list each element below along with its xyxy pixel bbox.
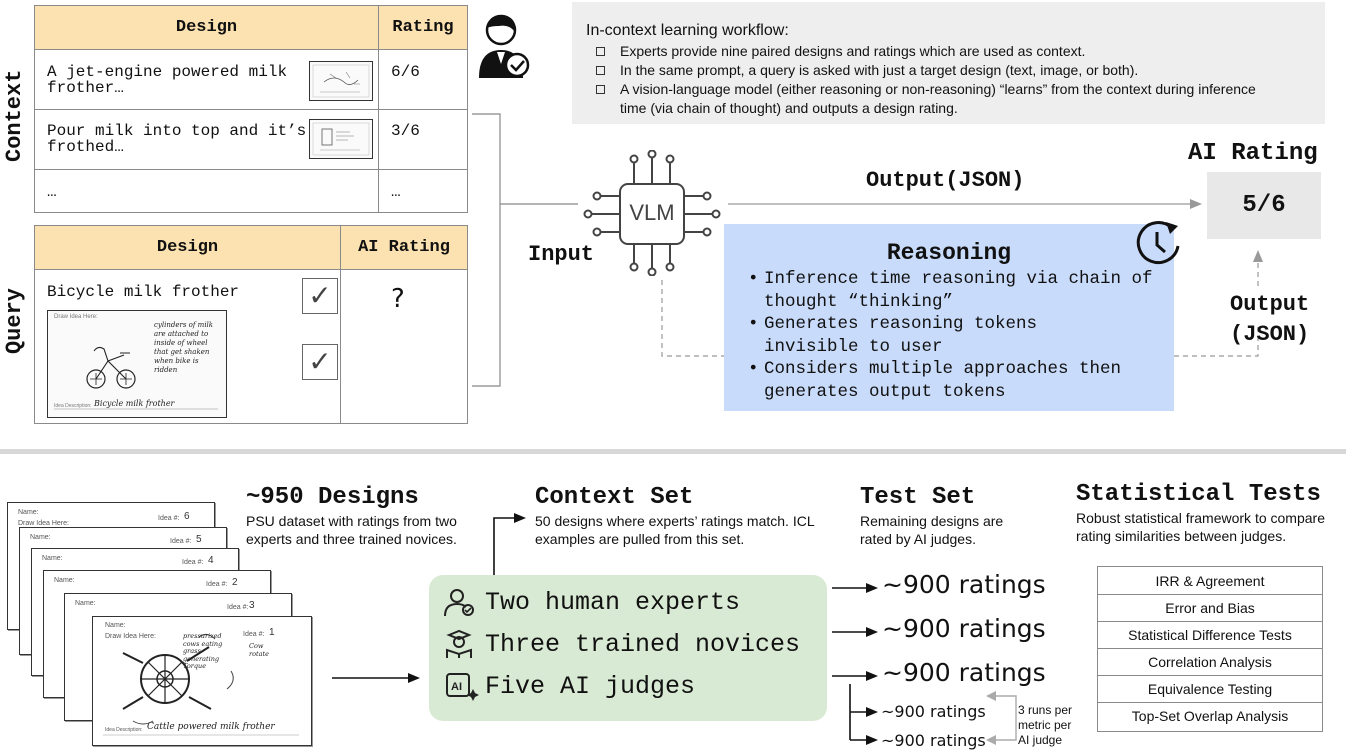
query-sketch: Draw Idea Here: cylinders of milk are at…: [47, 310, 227, 418]
context-row-1-rating: 6/6: [391, 63, 420, 81]
stats-item-6: Top-Set Overlap Analysis: [1131, 707, 1289, 724]
designs-title: ~950 Designs: [246, 484, 419, 511]
input-label: Input: [528, 242, 595, 267]
reasoning-flow-dashed: [661, 250, 1263, 357]
judge-row-novices: Three trained novices: [441, 629, 800, 659]
context-row-2-rating: 3/6: [391, 122, 420, 140]
workflow-item-3: A vision-language model (either reasonin…: [586, 80, 1280, 118]
rating-count-experts: ~900 ratings: [882, 570, 1046, 599]
ai-judge-icon: AI: [446, 673, 479, 701]
context-set-title: Context Set: [535, 484, 694, 511]
reasoning-item-1: Inference time reasoning via chain of th…: [748, 268, 1158, 313]
clock-refresh-icon: [1136, 221, 1180, 265]
checkbox-image-checked[interactable]: ✓: [302, 344, 338, 380]
context-row-1-design: A jet-engine powered milk frother…: [47, 63, 288, 97]
rating-count-ai-2: ~900 ratings: [881, 702, 986, 721]
judges-panel: Two human experts Three trained novices …: [429, 575, 827, 721]
stats-title: Statistical Tests: [1076, 481, 1321, 508]
context-set-desc: 50 designs where experts’ ratings match.…: [535, 513, 815, 547]
test-set-title: Test Set: [860, 484, 976, 511]
reasoning-panel: Reasoning Inference time reasoning via c…: [724, 224, 1174, 411]
rating-count-ai-3: ~900 ratings: [881, 731, 986, 750]
stats-item-3: Statistical Difference Tests: [1128, 626, 1292, 643]
runs-note-arrows: [986, 691, 1017, 745]
svg-text:AI: AI: [451, 681, 462, 693]
checkbox-text-checked[interactable]: ✓: [302, 278, 338, 314]
reasoning-item-2: Generates reasoning tokens invisible to …: [748, 313, 1084, 358]
context-header-rating: Rating: [379, 6, 467, 49]
context-label: Context: [2, 69, 27, 162]
ai-rating-title: AI Rating: [1188, 140, 1318, 167]
query-header-rating: AI Rating: [341, 226, 467, 269]
stats-item-2: Error and Bias: [1165, 599, 1255, 616]
rating-count-novices: ~900 ratings: [882, 614, 1046, 643]
stats-desc: Robust statistical framework to compare …: [1076, 510, 1325, 544]
stats-item-1: IRR & Agreement: [1155, 572, 1265, 589]
reasoning-title: Reasoning: [886, 240, 1012, 266]
judge-label-ai: Five AI judges: [485, 671, 696, 701]
query-sketch-header: Draw Idea Here:: [54, 314, 98, 320]
judge-label-novices: Three trained novices: [485, 629, 801, 659]
query-header-design: Design: [35, 226, 340, 269]
judge-row-ai: AI Five AI judges: [441, 671, 695, 701]
workflow-item-1: Experts provide nine paired designs and …: [586, 42, 1280, 61]
query-label: Query: [2, 288, 27, 355]
designs-desc: PSU dataset with ratings from two expert…: [246, 513, 457, 547]
stats-item-5: Equivalence Testing: [1147, 680, 1273, 697]
stats-list: IRR & Agreement Error and Bias Statistic…: [1097, 566, 1323, 732]
query-sketch-description: Bicycle milk frother: [94, 399, 175, 408]
context-row-2-thumbnail: [309, 119, 373, 159]
context-row-3-design: …: [47, 183, 57, 201]
query-sketch-notes: cylinders of milk are attached to inside…: [154, 321, 214, 374]
vlm-chip-icon: [583, 150, 721, 276]
ratings-arrows: [832, 583, 878, 745]
query-rating: ?: [391, 284, 405, 314]
user-check-icon: [444, 589, 474, 617]
context-row-2-design: Pour milk into top and it’s frothed…: [47, 122, 307, 156]
workflow-title: In-context learning workflow:: [586, 22, 789, 39]
section-divider: [0, 449, 1346, 454]
vlm-chip-label: VLM: [629, 200, 675, 225]
query-design-text: Bicycle milk frother: [47, 283, 240, 301]
stats-item-4: Correlation Analysis: [1148, 653, 1272, 670]
expert-check-icon: [479, 14, 530, 78]
test-set-desc: Remaining designs are rated by AI judges…: [860, 513, 1004, 547]
context-table: Design Rating A jet-engine powered milk …: [34, 5, 468, 213]
output-arrow: [728, 199, 1202, 209]
designs-to-judges-arrow: [332, 673, 420, 683]
output-json-label-2b: (JSON): [1230, 322, 1310, 347]
ai-rating-value: 5/6: [1207, 172, 1321, 239]
query-sketch-desc-label: Idea Description:: [54, 403, 92, 409]
context-row-3-rating: …: [391, 183, 401, 201]
judge-row-experts: Two human experts: [441, 587, 740, 617]
reasoning-item-3: Considers multiple approaches then gener…: [748, 358, 1158, 403]
workflow-panel: In-context learning workflow: Experts pr…: [572, 2, 1325, 124]
student-icon: [446, 629, 472, 658]
judge-label-experts: Two human experts: [485, 587, 741, 617]
rating-count-ai-1: ~900 ratings: [882, 658, 1046, 687]
context-query-bracket: [472, 113, 578, 387]
workflow-item-2: In the same prompt, a query is asked wit…: [586, 61, 1280, 80]
output-json-label-2a: Output: [1230, 292, 1310, 317]
output-json-label: Output(JSON): [866, 168, 1025, 193]
context-header-design: Design: [35, 6, 378, 49]
to-context-set-arrow: [493, 513, 526, 576]
query-table: Design AI Rating Bicycle milk frother ? …: [34, 225, 468, 424]
runs-note: 3 runs per metric per AI judge: [1018, 703, 1073, 747]
context-row-1-thumbnail: [309, 61, 373, 101]
design-sheet-front: Name: Draw Idea Here: Idea #: 1 pressuri…: [92, 616, 312, 746]
